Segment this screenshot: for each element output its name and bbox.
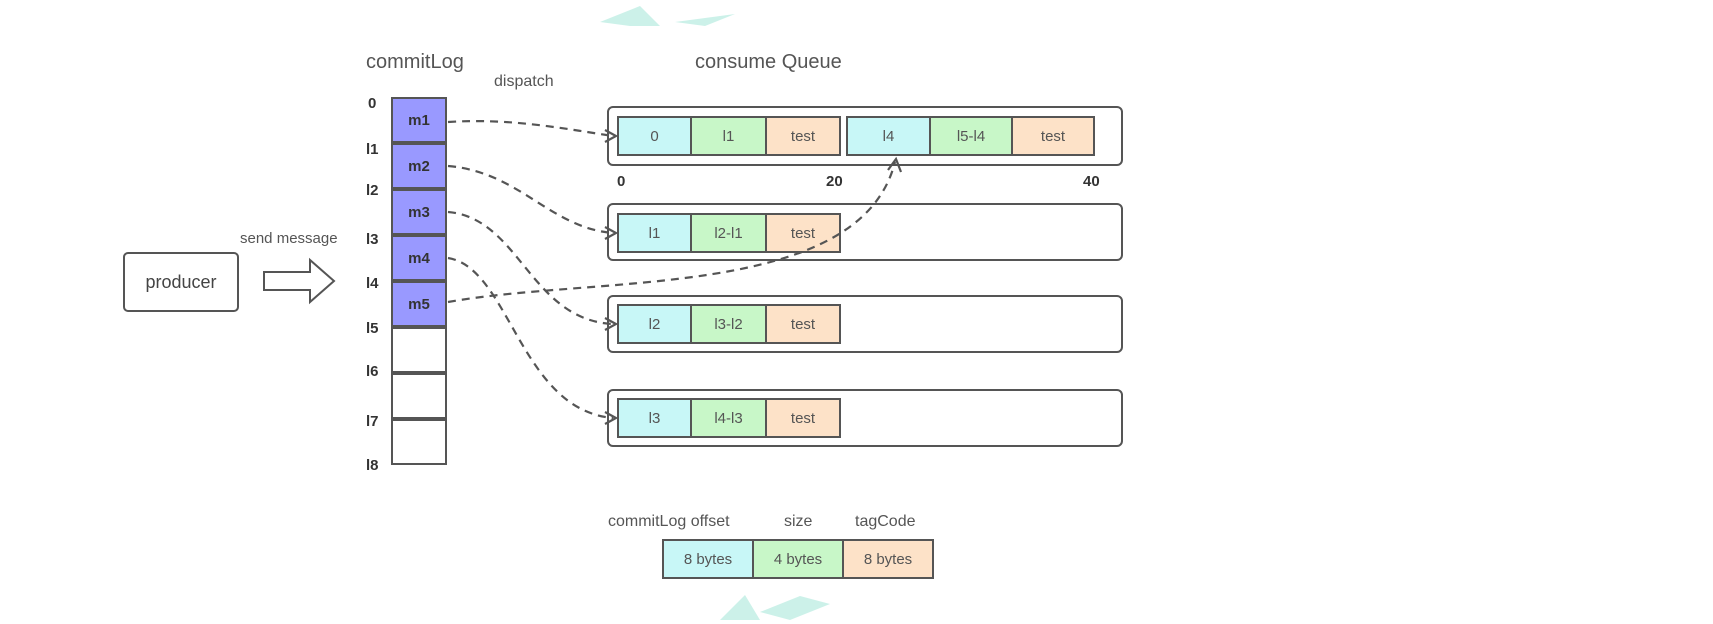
queue-entry-size: l2-l1 — [690, 213, 767, 253]
dispatch-arrow-m3 — [447, 210, 614, 326]
queue-entry-tag: test — [765, 398, 841, 438]
commitlog-offset: l7 — [366, 413, 379, 430]
commitlog-offset: l1 — [366, 141, 379, 158]
commitlog-offset: l5 — [366, 320, 379, 337]
queue-ruler-tick: 20 — [826, 173, 843, 190]
queue-entry-tag: test — [765, 304, 841, 344]
queue-entry-offset: 0 — [617, 116, 692, 156]
queue-entry-tag: test — [765, 213, 841, 253]
commitlog-offset: 0 — [368, 95, 377, 112]
legend-header-size: size — [784, 513, 813, 530]
commitlog-offset: l3 — [366, 231, 379, 248]
commitlog-offset: l4 — [366, 275, 379, 292]
commitlog-offset: l2 — [366, 182, 379, 199]
queue-entry-size: l5-l4 — [929, 116, 1013, 156]
dispatch-arrow-m2 — [447, 164, 614, 235]
dispatch-arrow-m1 — [447, 119, 614, 138]
dispatch-label: dispatch — [494, 73, 554, 90]
queue-entry-offset: l4 — [846, 116, 931, 156]
commitlog-offset: l6 — [366, 363, 379, 380]
send-message-label: send message — [240, 230, 338, 247]
commitlog-message-m4: m4 — [391, 235, 447, 281]
commitlog-message-m5: m5 — [391, 281, 447, 327]
queue-ruler-tick: 0 — [617, 173, 626, 190]
producer-label: producer — [145, 271, 217, 292]
commitlog-message-m2: m2 — [391, 143, 447, 189]
commitlog-message-m3: m3 — [391, 189, 447, 235]
queue-ruler-tick: 40 — [1083, 173, 1100, 190]
commitlog-title: commitLog — [366, 51, 464, 73]
queue-entry-tag: test — [1011, 116, 1095, 156]
legend-header-tagcode: tagCode — [855, 513, 916, 530]
commitlog-empty-slot — [391, 419, 447, 465]
legend-cell-size: 4 bytes — [752, 539, 844, 579]
dispatch-arrow-m4 — [447, 256, 614, 420]
legend-cell-offset: 8 bytes — [662, 539, 754, 579]
dispatch-arrow-m5 — [447, 161, 897, 304]
legend-header-offset: commitLog offset — [608, 513, 730, 530]
producer-box: producer — [123, 252, 239, 312]
commitlog-empty-slot — [391, 327, 447, 373]
commitlog-offset: l8 — [366, 457, 379, 474]
commitlog-message-m1: m1 — [391, 97, 447, 143]
legend-cell-tagcode: 8 bytes — [842, 539, 934, 579]
queue-entry-size: l3-l2 — [690, 304, 767, 344]
consume-queue-title: consume Queue — [695, 51, 842, 73]
queue-entry-tag: test — [765, 116, 841, 156]
commitlog-empty-slot — [391, 373, 447, 419]
queue-entry-size: l1 — [690, 116, 767, 156]
